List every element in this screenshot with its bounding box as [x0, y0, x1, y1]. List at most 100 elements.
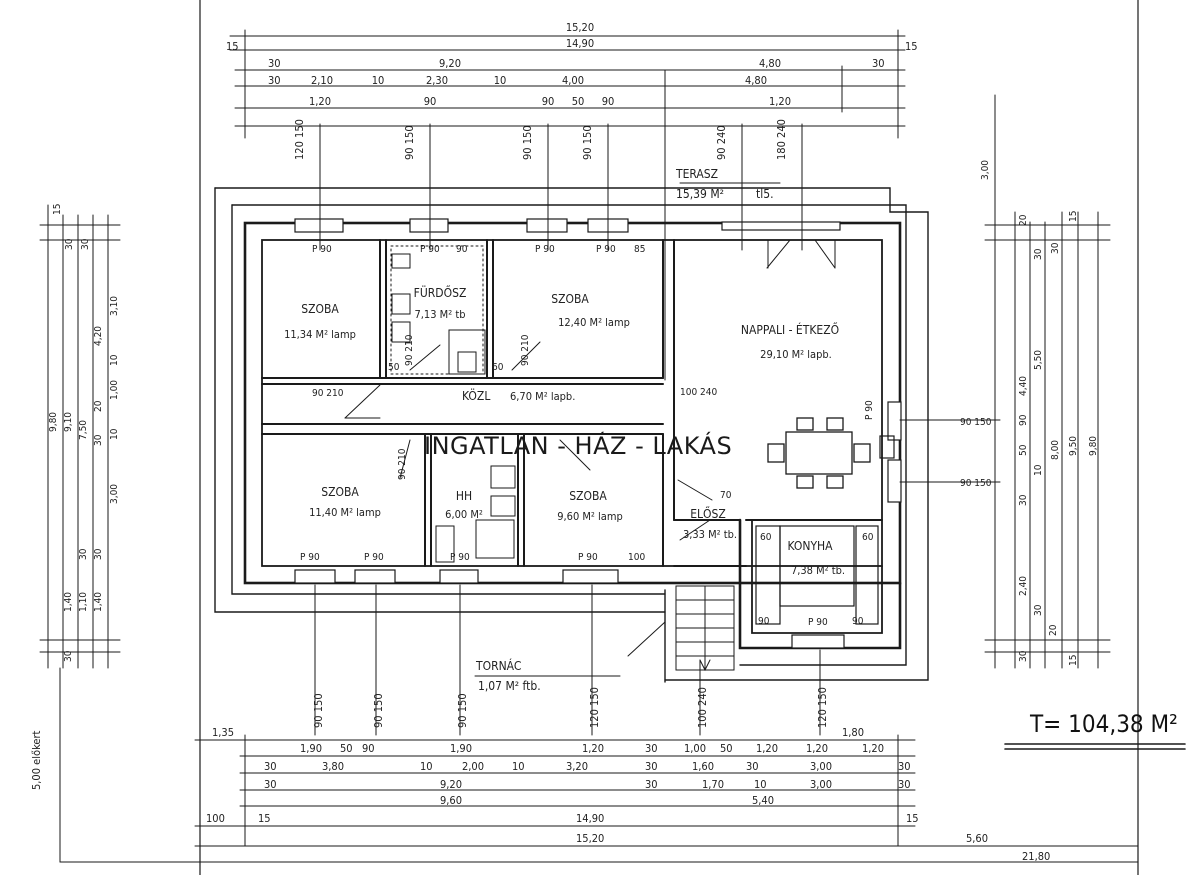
dim-bottom-r4-1: 30 — [264, 778, 277, 791]
window-label-2: P 90 — [420, 244, 440, 255]
room-10-name: KONYHA — [787, 539, 833, 553]
site-outline — [214, 187, 929, 683]
entry-stairs — [675, 585, 735, 672]
dim-right-14: 9,80 — [1088, 436, 1099, 456]
dim-left-2: 30 — [64, 238, 75, 250]
dim-bottom-r7-1: 15,20 — [576, 832, 604, 845]
dim-top-r3-6: 1,20 — [769, 95, 791, 108]
dim-left-12: 30 — [93, 434, 104, 446]
room-1-area: 11,34 M² lamp — [284, 328, 356, 341]
door-label-13: 90 150 — [960, 417, 992, 428]
dim-bottom-r4-4: 1,70 — [702, 778, 724, 791]
room-10-area: 7,38 M² tb. — [791, 564, 845, 577]
window-label-5: P 90 — [596, 244, 616, 255]
dim-right-10: 10 — [1033, 464, 1044, 476]
dim-bottom-r3-1: 30 — [264, 760, 277, 773]
kitchen-counters — [755, 435, 895, 625]
dim-bottom-r3-10: 3,00 — [810, 760, 832, 773]
dim-bottom-r4-3: 30 — [645, 778, 658, 791]
dim-top-r3-3: 90 — [542, 95, 555, 108]
dim-top-pair-6: 180 240 — [775, 119, 788, 160]
dimension-lines-right — [899, 94, 1111, 669]
porch-area: 1,07 M² ftb. — [478, 679, 541, 693]
room-9-area: 3,33 M² tb. — [683, 528, 737, 541]
dim-bottom-r4-6: 3,00 — [810, 778, 832, 791]
dim-left-9: 9,80 — [48, 412, 59, 432]
dim-bottom-r5-1: 9,60 — [440, 794, 462, 807]
room-2-name: FÜRDŐSZ — [414, 284, 467, 300]
dim-overall-width: 15,20 — [566, 21, 594, 34]
dim-bottom-pair-6: 120 150 — [816, 687, 829, 728]
dim-bottom-r4-5: 10 — [754, 778, 767, 791]
dim-top-r2-4: 2,30 — [426, 74, 448, 87]
dim-top-small-1: 15 — [226, 40, 239, 53]
room-3-name: SZOBA — [551, 292, 589, 306]
window-label-8: P 90 — [364, 552, 384, 563]
room-6-name: SZOBA — [321, 485, 359, 499]
dim-top-r3-1: 1,20 — [309, 95, 331, 108]
dim-bottom-r7-2: 5,60 — [966, 832, 988, 845]
door-label-9: 90 — [758, 616, 770, 627]
porch-name: TORNÁC — [475, 658, 521, 673]
dim-bottom-r3-8: 1,60 — [692, 760, 714, 773]
dim-left-5: 4,20 — [93, 326, 104, 346]
door-label-7: 60 — [760, 532, 772, 543]
dim-top-pair-2: 90 150 — [403, 125, 416, 160]
dining-table — [767, 417, 871, 489]
dim-bottom-r3-7: 30 — [645, 760, 658, 773]
door-label-3: 90 210 — [520, 334, 531, 366]
dim-right-4: 30 — [1050, 242, 1061, 254]
dim-left-17: 1,40 — [63, 592, 74, 612]
dim-left-16: 30 — [78, 548, 89, 560]
window-label-4: P 90 — [535, 244, 555, 255]
dim-bottom-r8-1: 21,80 — [1022, 850, 1050, 863]
dim-left-20: 30 — [63, 650, 74, 662]
dim-bottom-r3-5: 10 — [512, 760, 525, 773]
dim-bottom-r2-10: 1,20 — [806, 742, 828, 755]
door-label-6: 70 — [720, 490, 732, 501]
door-label-4: 100 240 — [680, 387, 717, 398]
dim-bottom-r2-5: 1,20 — [582, 742, 604, 755]
dim-bottom-r2-8: 50 — [720, 742, 733, 755]
room-3-area: 12,40 M² lamp — [558, 316, 630, 329]
dim-bottom-r2-2: 50 — [340, 742, 353, 755]
window-label-1: P 90 — [312, 244, 332, 255]
dim-top-pair-1: 120 150 — [293, 119, 306, 160]
room-8-name: SZOBA — [569, 489, 607, 503]
dim-top-r3-4: 50 — [572, 95, 585, 108]
room-6-area: 11,40 M² lamp — [309, 506, 381, 519]
dim-top-right: 4,80 — [759, 57, 781, 70]
dim-left-1: 15 — [52, 204, 63, 215]
dim-bottom-r2-3: 90 — [362, 742, 375, 755]
room-7-name: HH — [456, 489, 472, 503]
total-area-underline — [1004, 743, 1186, 750]
dim-left-18: 1,10 — [78, 592, 89, 612]
dim-top-pair-3: 90 150 — [521, 125, 534, 160]
dim-left-13: 3,00 — [109, 484, 120, 504]
dim-bottom-r3-9: 30 — [746, 760, 759, 773]
room-5-area: 6,70 M² lapb. — [510, 390, 575, 403]
dim-left-7: 1,00 — [109, 380, 120, 400]
dim-top-pair-5: 90 240 — [715, 125, 728, 160]
dim-right-11: 30 — [1018, 494, 1029, 506]
dim-right-9: 50 — [1018, 444, 1029, 456]
dim-right-1: 3,00 — [980, 160, 991, 180]
dim-bottom-r3-2: 3,80 — [322, 760, 344, 773]
door-label-2: 90 210 — [404, 334, 415, 366]
dim-top-left: 9,20 — [439, 57, 461, 70]
room-8-area: 9,60 M² lamp — [557, 510, 623, 523]
dim-bottom-r4-2: 9,20 — [440, 778, 462, 791]
room-7-area: 6,00 M² — [445, 508, 483, 521]
interior-walls — [261, 239, 883, 567]
door-label-11: 50 — [388, 362, 400, 373]
window-label-7: P 90 — [300, 552, 320, 563]
dim-top-pair-4: 90 150 — [581, 125, 594, 160]
dim-left-8: 20 — [93, 400, 104, 412]
dim-right-15: 2,40 — [1018, 576, 1029, 596]
room-4-area: 29,10 M² lapb. — [760, 348, 832, 361]
storage-fixtures — [435, 465, 516, 563]
dim-bottom-r2-6: 30 — [645, 742, 658, 755]
dim-left-6: 10 — [109, 354, 120, 366]
dim-right-8: 90 — [1018, 414, 1029, 426]
